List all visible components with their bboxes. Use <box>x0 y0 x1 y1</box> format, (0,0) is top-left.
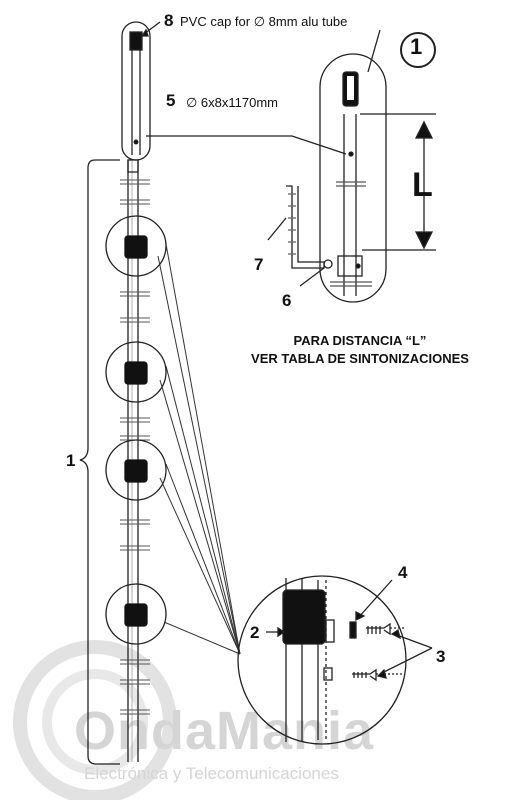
grub-screw-icon <box>323 259 333 269</box>
tuning-note-line1: PARA DISTANCIA “L” <box>293 333 427 348</box>
pvc-cap-small <box>129 31 143 51</box>
cap-leader-line <box>367 29 381 73</box>
label-1: 1 <box>66 451 76 470</box>
allen-key-icon <box>286 185 325 269</box>
mast-spacer-bands <box>120 179 150 715</box>
watermark-tagline: Electrónica y Telecomunicaciones <box>84 764 339 783</box>
label-7: 7 <box>254 255 264 274</box>
watermark-brand: OndaMania <box>74 701 375 761</box>
view-number-circle <box>400 32 436 68</box>
detail-leader-lines <box>157 243 241 655</box>
label-8: 8 <box>164 11 174 30</box>
label-5: 5 <box>166 91 176 110</box>
cap-description: PVC cap for ∅ 8mm alu tube <box>180 14 348 29</box>
big-detail-content <box>282 578 404 742</box>
view-number-label: 1 <box>410 34 423 59</box>
big-detail-circle <box>237 575 407 745</box>
label-4: 4 <box>398 563 408 582</box>
distance-L-label: L <box>412 166 433 204</box>
tube-description: ∅ 6x8x1170mm <box>186 95 279 110</box>
clamp-detail-circles <box>105 215 167 645</box>
dimension-L <box>360 113 436 251</box>
tuning-note-line2: VER TABLA DE SINTONIZACIONES <box>251 351 469 366</box>
label-6: 6 <box>282 291 292 310</box>
label-3: 3 <box>436 647 446 666</box>
brace-item-1 <box>79 159 120 765</box>
clamp-blocks <box>124 235 148 627</box>
tube-leader-line <box>146 135 347 155</box>
tuning-detail-capsule <box>319 53 387 303</box>
label-2: 2 <box>250 623 260 642</box>
